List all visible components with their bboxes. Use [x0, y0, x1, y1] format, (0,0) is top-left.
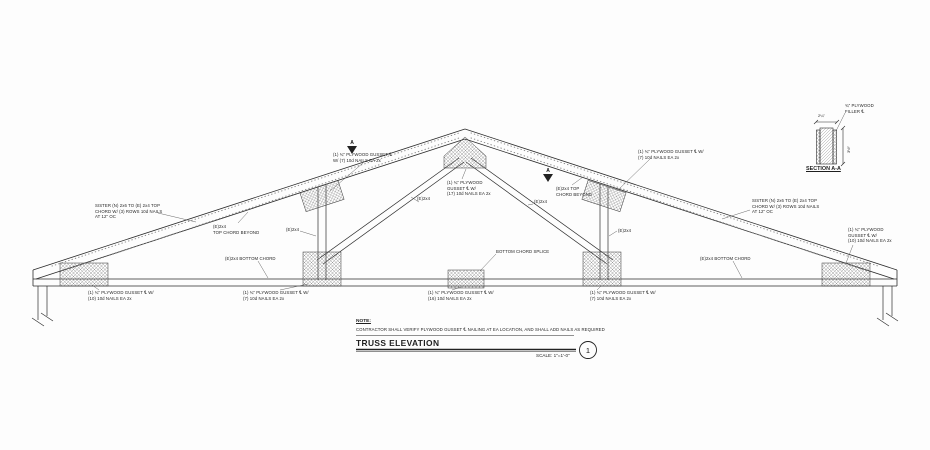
annotation-queen-left-gusset: (1) ¾" PLYWOOD GUSSET ℄ W/ (7) 10d NAILS… — [243, 290, 309, 301]
text-line: (1) ¾" PLYWOOD GUSSET ℄ W/ — [638, 149, 704, 154]
text-line: (1) ¾" PLYWOOD GUSSET ℄ W/ — [428, 290, 494, 295]
text-line: GUSSET ℄ W/ — [848, 232, 877, 238]
section-aa-title: SECTION A-A — [806, 166, 841, 172]
gusset-queen-bottom-right — [582, 251, 622, 287]
text-line: CHORD BEYOND — [556, 191, 593, 197]
gusset-queen-top-left — [299, 179, 345, 213]
text-line: (1) ¾" PLYWOOD GUSSET ℄ W/ — [243, 290, 309, 295]
text-line: FILLER ℄ — [845, 108, 865, 114]
text-line: GUSSET ℄ W/ — [447, 185, 476, 191]
annotation-plywood-filler: ¾" PLYWOOD FILLER ℄ — [845, 103, 874, 114]
label-member-right-vertical: (E)2x4 — [618, 228, 632, 233]
label-bottom-chord-splice: BOTTOM CHORD SPLICE — [496, 249, 550, 254]
text-line: (7) 10d NAILS EA 2x — [638, 154, 680, 160]
scale-label: SCALE: 1"=1'-0" — [536, 352, 570, 358]
section-marker-letter: A — [546, 168, 550, 174]
annotation-queen-right-gusset: (1) ¾" PLYWOOD GUSSET ℄ W/ (7) 10d NAILS… — [590, 290, 656, 301]
annotation-sister-left: SISTER (N) 2x6 TO (E) 2x4 TOP CHORD W/ (… — [95, 203, 162, 220]
section-aa-detail — [813, 119, 846, 167]
label-bottom-chord-left: (E)2x4 BOTTOM CHORD — [225, 256, 276, 261]
annotation-top-chord-beyond-right: (E)2x4 TOP CHORD BEYOND — [556, 186, 592, 197]
detail-number: 1 — [586, 346, 590, 355]
title-block-lines — [356, 335, 576, 352]
text-line: AT 12" OC — [95, 214, 116, 220]
gusset-splice — [447, 269, 485, 289]
section-cut-markers: A A — [347, 140, 553, 182]
text-line: (16) 10d NAILS EA 2x — [428, 295, 472, 301]
gusset-eave-right — [821, 262, 871, 287]
annotation-splice-gusset: (1) ¾" PLYWOOD GUSSET ℄ W/ (16) 10d NAIL… — [428, 290, 494, 301]
text-line: (10) 10d NAILS EA 2x — [88, 295, 132, 301]
label-member-right-diagonal: (E)2x4 — [534, 199, 548, 204]
annotation-peak-gusset: (1) ¾" PLYWOOD GUSSET ℄ W/ (17) 10d NAIL… — [447, 180, 491, 197]
text-line: (1) ¾" PLYWOOD — [848, 227, 884, 232]
annotation-eave-left-gusset: (1) ¾" PLYWOOD GUSSET ℄ W/ (10) 10d NAIL… — [88, 290, 154, 301]
gusset-eave-left — [59, 262, 109, 287]
truss-web-members — [316, 157, 614, 280]
text-line: SISTER (N) 2x6 TO (E) 2x4 TOP — [95, 203, 161, 208]
section-marker-letter: A — [350, 140, 354, 146]
text-line: AT 12" OC — [752, 209, 773, 215]
note-text: CONTRACTOR SHALL VERIFY PLYWOOD GUSSET ℄… — [356, 327, 605, 332]
section-flag-left — [347, 146, 357, 154]
gusset-plates — [59, 136, 871, 289]
nailing-stipple — [51, 132, 879, 273]
text-line: SISTER (N) 2x6 TO (E) 2x4 TOP — [752, 198, 818, 203]
text-line: W/ (7) 10d NAILS EA 2x — [333, 157, 381, 163]
text-line: (1) ¾" PLYWOOD GUSSET ℄ W/ — [88, 290, 154, 295]
annotation-upper-right-gusset: (1) ¾" PLYWOOD GUSSET ℄ W/ (7) 10d NAILS… — [638, 149, 704, 160]
text-line: (17) 10d NAILS EA 2x — [447, 191, 491, 197]
label-member-left-diagonal: (E)2x4 — [417, 196, 431, 201]
annotation-eave-right-gusset: (1) ¾" PLYWOOD GUSSET ℄ W/ (10) 10d NAIL… — [848, 227, 892, 244]
text-line: (E)2x4 — [213, 224, 227, 229]
annotation-sister-right: SISTER (N) 2x6 TO (E) 2x4 TOP CHORD W/ (… — [752, 198, 819, 215]
leader-lines — [91, 112, 854, 291]
wall-supports — [31, 286, 899, 327]
text-line: (1) ¾" PLYWOOD — [447, 180, 483, 185]
dim-height-label: 3½" — [846, 146, 851, 153]
text-line: CHORD W/ (3) ROWS 10d NAILS — [752, 203, 820, 209]
text-line: (10) 10d NAILS EA 2x — [848, 238, 892, 244]
text-line: CHORD W/ (3) ROWS 10d NAILS — [95, 208, 163, 214]
text-line: (1) ¾" PLYWOOD GUSSET ℄ W/ — [590, 290, 656, 295]
detail-bubble — [579, 341, 597, 359]
dim-width-label: 2¼" — [818, 113, 825, 118]
note-label: NOTE: — [356, 319, 371, 324]
label-member-left-vertical: (E)2x4 — [286, 227, 300, 232]
text-line: ¾" PLYWOOD — [845, 103, 874, 108]
text-line: (7) 10d NAILS EA 2x — [590, 295, 632, 301]
text-line: TOP CHORD BEYOND — [213, 229, 260, 235]
text-line: (1) ¾" PLYWOOD GUSSET ℄ — [333, 152, 392, 157]
gusset-peak — [443, 136, 487, 169]
annotation-upper-left-gusset: (1) ¾" PLYWOOD GUSSET ℄ W/ (7) 10d NAILS… — [333, 152, 392, 163]
text-line: (E)2x4 TOP — [556, 186, 580, 191]
section-flag-right — [543, 174, 553, 182]
gusset-queen-bottom-left — [302, 251, 342, 287]
label-bottom-chord-right: (E)2x4 BOTTOM CHORD — [700, 256, 751, 261]
annotation-top-chord-beyond-left: (E)2x4 TOP CHORD BEYOND — [213, 224, 259, 235]
gusset-queen-top-right — [581, 179, 627, 213]
text-line: (7) 10d NAILS EA 2x — [243, 295, 285, 301]
drawing-title: TRUSS ELEVATION — [356, 338, 440, 348]
